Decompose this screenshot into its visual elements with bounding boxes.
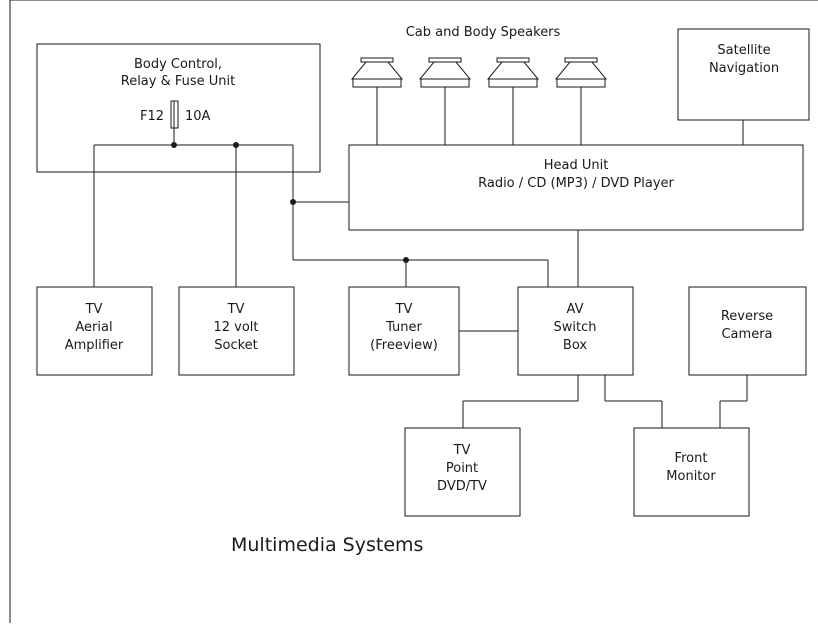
junction-dot — [233, 142, 239, 148]
satellite-line2: Navigation — [709, 61, 779, 76]
tv-point-line2: Point — [446, 461, 478, 476]
speaker-4 — [554, 57, 608, 88]
body-control-line1: Body Control, — [134, 57, 222, 72]
tv-socket-line2: 12 volt — [213, 320, 258, 335]
reverse-camera-box: Reverse Camera — [688, 286, 807, 376]
av-switch-line3: Box — [563, 338, 587, 353]
tv-tuner-line1: TV — [395, 302, 413, 317]
speaker-1 — [350, 57, 404, 88]
satellite-navigation-box: Satellite Navigation — [677, 28, 810, 121]
speakers-label: Cab and Body Speakers — [406, 25, 561, 40]
tv-socket-line3: Socket — [214, 338, 258, 353]
body-control-box: Body Control, Relay & Fuse Unit F12 10A — [36, 43, 321, 173]
tv-socket-line1: TV — [227, 302, 245, 317]
tv-tuner-line3: (Freeview) — [370, 338, 438, 353]
head-unit-line2: Radio / CD (MP3) / DVD Player — [478, 176, 674, 191]
tv-tuner-line2: Tuner — [385, 320, 422, 335]
speaker-2 — [418, 57, 472, 88]
front-monitor-line1: Front — [675, 451, 708, 466]
tv-point-line1: TV — [453, 443, 471, 458]
tv-tuner-box: TV Tuner (Freeview) — [348, 286, 460, 376]
reverse-camera-line2: Camera — [721, 327, 772, 342]
junction-dot — [171, 142, 177, 148]
av-switch-line1: AV — [567, 302, 584, 317]
front-monitor-line2: Monitor — [666, 469, 716, 484]
tv-aerial-line1: TV — [85, 302, 103, 317]
tv-point-line3: DVD/TV — [437, 479, 487, 494]
speaker-wires — [376, 87, 744, 145]
tv-aerial-amplifier-box: TV Aerial Amplifier — [36, 286, 153, 376]
av-output-wires — [462, 375, 748, 428]
speaker-3 — [486, 57, 540, 88]
tv-socket-box: TV 12 volt Socket — [178, 286, 295, 376]
reverse-camera-line1: Reverse — [721, 309, 773, 324]
body-control-line2: Relay & Fuse Unit — [121, 74, 236, 89]
tv-aerial-line2: Aerial — [75, 320, 112, 335]
head-unit-line1: Head Unit — [544, 158, 609, 173]
fuse-id: F12 — [140, 109, 164, 124]
satellite-line1: Satellite — [717, 43, 770, 58]
av-switch-box: AV Switch Box — [517, 286, 634, 376]
tv-aerial-line3: Amplifier — [65, 338, 124, 353]
junction-dot — [290, 199, 296, 205]
av-switch-line2: Switch — [554, 320, 597, 335]
diagram-title: Multimedia Systems — [231, 534, 423, 556]
fuse-rating: 10A — [185, 109, 211, 124]
front-monitor-box: Front Monitor — [633, 427, 750, 517]
junction-dot — [403, 257, 409, 263]
head-unit-box: Head Unit Radio / CD (MP3) / DVD Player — [348, 144, 804, 231]
power-wires — [93, 128, 579, 332]
page-frame — [9, 0, 818, 628]
tv-point-box: TV Point DVD/TV — [404, 427, 521, 517]
